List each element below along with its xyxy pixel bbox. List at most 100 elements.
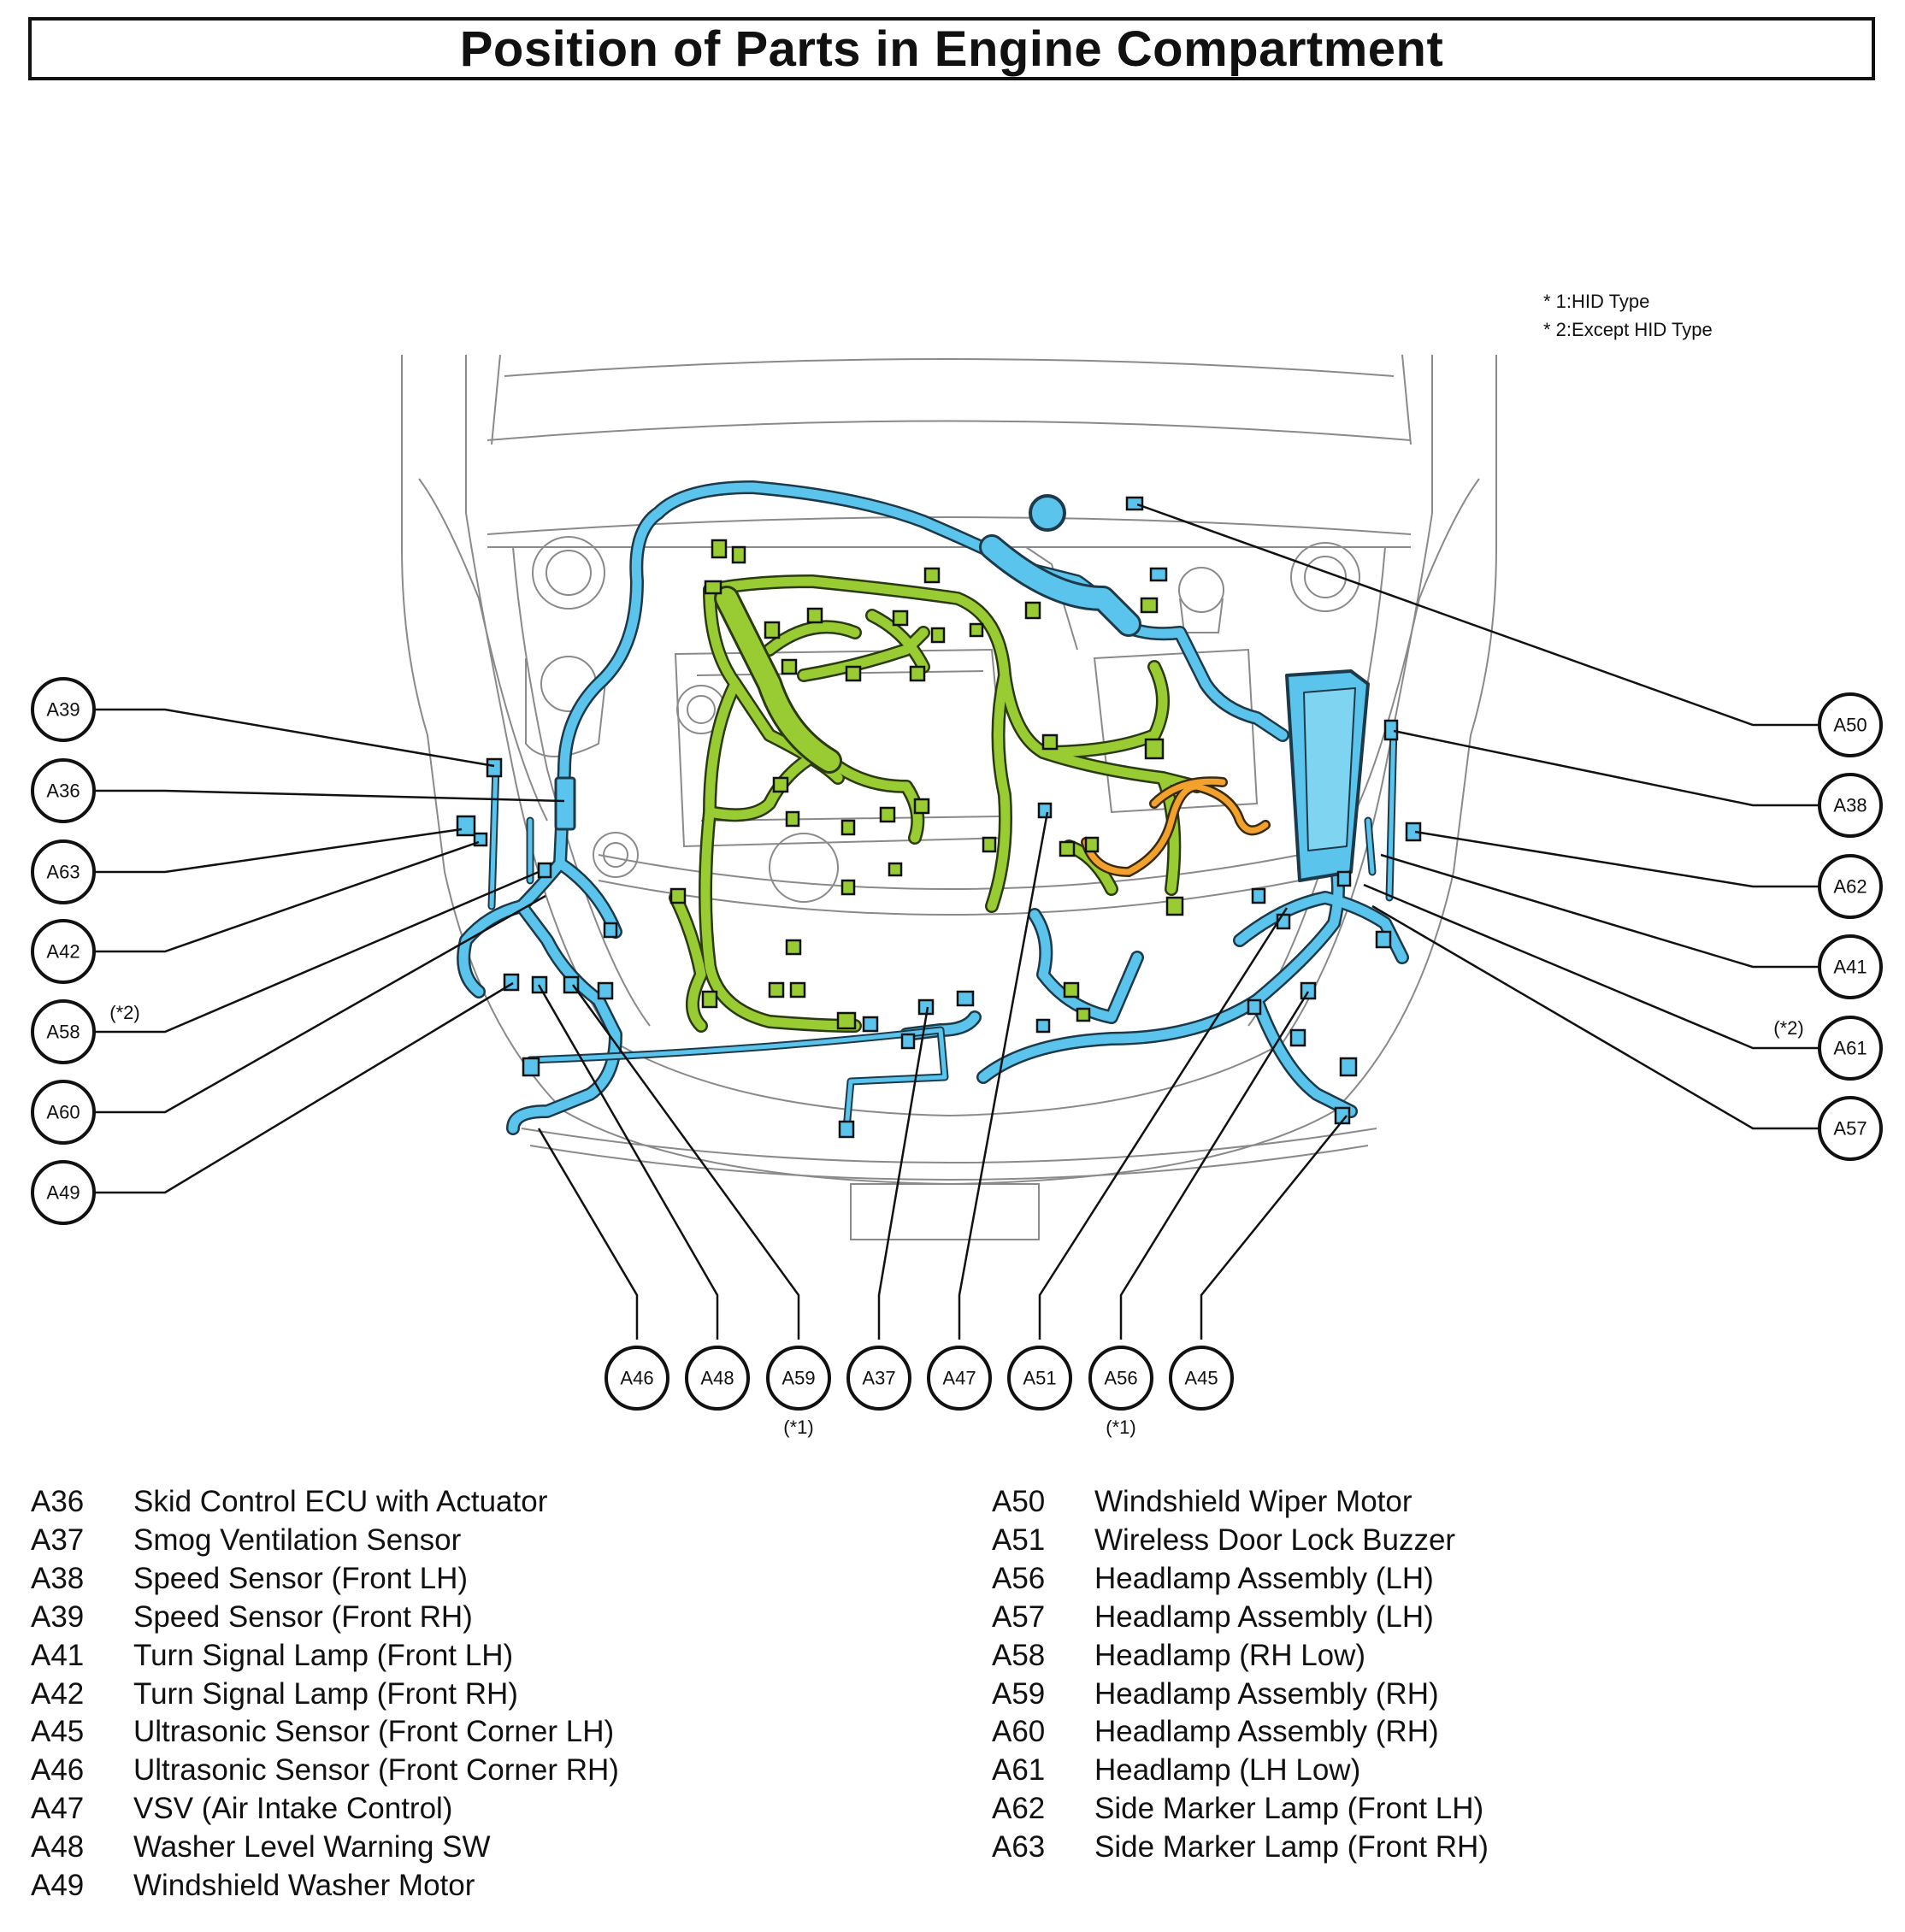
part-code: A57: [992, 1599, 1046, 1634]
part-code: A45: [31, 1715, 85, 1749]
legend-note-1: * 1:HID Type: [1543, 291, 1650, 312]
part-name: Windshield Wiper Motor: [1094, 1485, 1413, 1518]
part-row: A38 Speed Sensor (Front LH): [31, 1560, 619, 1599]
callout-a58-circle: [31, 999, 96, 1064]
callout-a56-label: A56: [1104, 1368, 1137, 1389]
part-row: A58 Headlamp (RH Low): [992, 1637, 1489, 1676]
part-row: A47 VSV (Air Intake Control): [31, 1790, 619, 1829]
part-row: A51 Wireless Door Lock Buzzer: [992, 1522, 1489, 1560]
callout-a45-circle: [1169, 1346, 1234, 1411]
callout-a62-circle: [1818, 854, 1883, 919]
part-name: Wireless Door Lock Buzzer: [1094, 1523, 1456, 1557]
callout-a50-circle: [1818, 692, 1883, 757]
callout-a58-note: (*2): [109, 1002, 139, 1023]
part-row: A45 Ultrasonic Sensor (Front Corner LH): [31, 1713, 619, 1752]
callout-a62-label: A62: [1833, 876, 1867, 898]
callout-a47-label: A47: [942, 1368, 976, 1389]
part-name: Side Marker Lamp (Front LH): [1094, 1792, 1484, 1826]
callout-a63-label: A63: [46, 862, 80, 883]
harness-blue: [457, 480, 1409, 1135]
part-row: A60 Headlamp Assembly (RH): [992, 1713, 1489, 1752]
part-row: A41 Turn Signal Lamp (Front LH): [31, 1637, 619, 1676]
part-name: Windshield Washer Motor: [133, 1869, 475, 1903]
callout-a46-label: A46: [620, 1368, 653, 1389]
part-row: A36 Skid Control ECU with Actuator: [31, 1483, 619, 1522]
harness-green: [669, 574, 1204, 1033]
callout-a41-circle: [1818, 934, 1883, 999]
part-row: A57 Headlamp Assembly (LH): [992, 1599, 1489, 1637]
part-code: A60: [992, 1715, 1046, 1749]
part-name: Headlamp (RH Low): [1094, 1638, 1366, 1672]
part-code: A39: [31, 1599, 85, 1634]
parts-list-right: A50 Windshield Wiper Motor A51 Wireless Do…: [992, 1483, 1489, 1867]
callout-a61-note: (*2): [1773, 1017, 1803, 1039]
legend-note-2: * 2:Except HID Type: [1543, 319, 1713, 340]
callout-a39-label: A39: [46, 699, 80, 721]
callout-a56-note: (*1): [1106, 1417, 1135, 1438]
callout-a41-label: A41: [1833, 957, 1867, 978]
callout-a42-circle: [31, 919, 96, 984]
part-code: A59: [992, 1676, 1046, 1711]
part-row: A48 Washer Level Warning SW: [31, 1829, 619, 1867]
callout-a59-note: (*1): [783, 1417, 813, 1438]
part-name: Headlamp Assembly (LH): [1094, 1599, 1434, 1634]
callout-a42-label: A42: [46, 941, 80, 963]
callout-a60-label: A60: [46, 1102, 80, 1123]
part-name: Speed Sensor (Front LH): [133, 1561, 469, 1595]
part-name: Turn Signal Lamp (Front RH): [133, 1676, 518, 1711]
part-name: Turn Signal Lamp (Front LH): [133, 1638, 514, 1672]
callout-a51-circle: [1007, 1346, 1072, 1411]
part-row: A49 Windshield Washer Motor: [31, 1867, 619, 1905]
part-row: A46 Ultrasonic Sensor (Front Corner RH): [31, 1752, 619, 1790]
callout-a47-circle: [927, 1346, 992, 1411]
callout-a57-label: A57: [1833, 1118, 1867, 1140]
callout-a37-label: A37: [862, 1368, 895, 1389]
callout-a50-label: A50: [1833, 715, 1867, 736]
part-code: A48: [31, 1830, 85, 1864]
part-name: Washer Level Warning SW: [133, 1830, 491, 1864]
callout-a60-circle: [31, 1080, 96, 1145]
part-code: A58: [992, 1638, 1046, 1672]
callout-a46-circle: [605, 1346, 669, 1411]
callout-a37-circle: [846, 1346, 911, 1411]
callout-a36-circle: [31, 758, 96, 823]
part-name: Headlamp (LH Low): [1094, 1753, 1361, 1788]
part-code: A51: [992, 1523, 1046, 1557]
callout-a45-label: A45: [1184, 1368, 1218, 1389]
part-code: A46: [31, 1753, 85, 1788]
part-code: A49: [31, 1869, 85, 1903]
callout-a58-label: A58: [46, 1022, 80, 1043]
callout-a63-circle: [31, 839, 96, 904]
callout-a49-label: A49: [46, 1182, 80, 1204]
part-code: A50: [992, 1485, 1046, 1518]
part-code: A63: [992, 1830, 1046, 1864]
part-code: A38: [31, 1561, 85, 1595]
callout-a39-circle: [31, 677, 96, 742]
harness-orange: [1081, 776, 1271, 878]
part-name: Headlamp Assembly (LH): [1094, 1561, 1434, 1595]
legend-notes: * 1:HID Type * 2:Except HID Type: [1543, 287, 1713, 344]
part-name: Ultrasonic Sensor (Front Corner RH): [133, 1753, 619, 1788]
part-code: A41: [31, 1638, 85, 1672]
part-name: Headlamp Assembly (RH): [1094, 1676, 1439, 1711]
part-name: Speed Sensor (Front RH): [133, 1599, 473, 1634]
leader-lines: [86, 503, 1819, 1340]
part-name: VSV (Air Intake Control): [133, 1792, 453, 1826]
part-name: Headlamp Assembly (RH): [1094, 1715, 1439, 1749]
callout-a61-circle: [1818, 1016, 1883, 1081]
callout-circles: [31, 677, 1883, 1411]
part-code: A47: [31, 1792, 85, 1826]
part-name: Skid Control ECU with Actuator: [133, 1485, 548, 1518]
callout-a49-circle: [31, 1160, 96, 1225]
part-code: A36: [31, 1485, 85, 1518]
part-row: A59 Headlamp Assembly (RH): [992, 1676, 1489, 1714]
page-title-box: Position of Parts in Engine Compartment: [28, 17, 1875, 80]
callout-a38-label: A38: [1833, 795, 1867, 816]
part-name: Ultrasonic Sensor (Front Corner LH): [133, 1715, 615, 1749]
